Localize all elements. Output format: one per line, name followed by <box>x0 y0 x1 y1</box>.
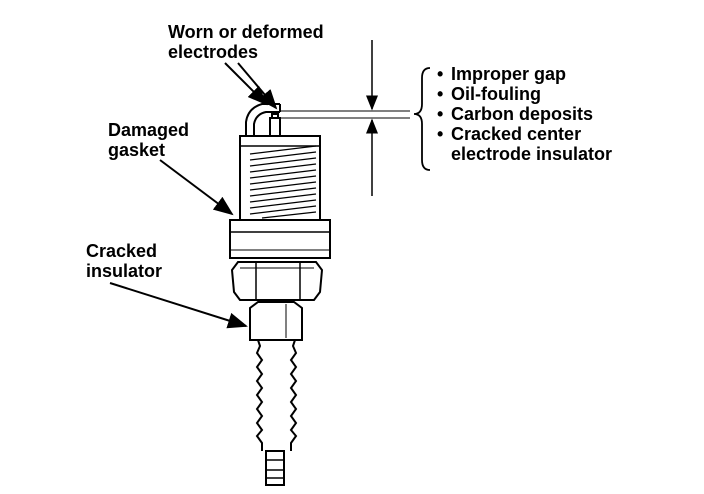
issue-item: • Cracked center electrode insulator <box>437 124 613 164</box>
bullet: • <box>437 64 444 84</box>
bullet: • <box>437 84 444 104</box>
bullet: • <box>437 104 444 124</box>
ribbed-insulator <box>255 339 298 451</box>
hex-nut <box>230 261 324 301</box>
issues-list: • Improper gap • Oil-fouling • Carbon de… <box>437 64 612 164</box>
label-cracked-insulator: Cracked insulator <box>86 241 163 281</box>
issues-brace <box>413 67 431 171</box>
thread-lines <box>249 145 317 219</box>
issue-item: • Improper gap <box>437 64 567 84</box>
upper-insulator-body <box>249 301 303 341</box>
center-electrode <box>269 113 281 137</box>
terminal-nut <box>265 450 285 486</box>
issue-item: • Oil-fouling <box>437 84 541 104</box>
bullet: • <box>437 124 444 144</box>
ground-electrode <box>245 103 281 136</box>
gap-dimension <box>280 40 410 196</box>
label-damaged-gasket: Damaged gasket <box>108 120 190 160</box>
callout-arrows <box>109 62 278 329</box>
gasket <box>229 219 331 259</box>
label-worn-electrodes: Worn or deformed electrodes <box>168 22 324 62</box>
issue-item: • Carbon deposits <box>437 104 594 124</box>
